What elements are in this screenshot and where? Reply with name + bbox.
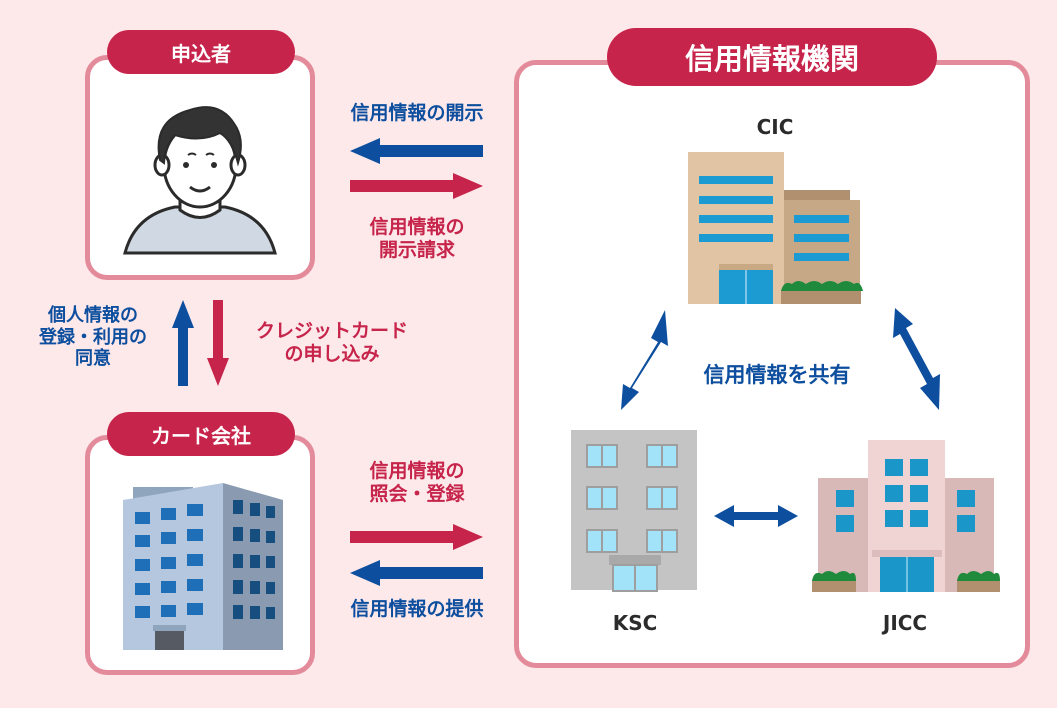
double-arrow-icon (893, 308, 940, 410)
consent-line1: 個人情報の (48, 305, 138, 326)
disclosure-request-label: 信用情報の 開示請求 (327, 216, 507, 262)
provision-label: 信用情報の提供 (350, 598, 484, 620)
agencies-title: 信用情報機関 (607, 28, 937, 86)
application-line1: クレジットカード (255, 320, 408, 342)
card-company-title: カード会社 (107, 412, 295, 456)
beige-building-icon (688, 152, 863, 304)
applicant-title: 申込者 (107, 30, 295, 74)
cic-label: CIC (756, 115, 794, 139)
double-arrow-icon (621, 310, 668, 410)
disclosure-label: 信用情報の開示 (350, 102, 484, 124)
consent-label: 個人情報の 登録・利用の 同意 (18, 305, 168, 370)
disclosure-request-line2: 開示請求 (378, 238, 455, 261)
arrow-right-icon (350, 524, 483, 550)
application-line2: の申し込み (284, 342, 380, 365)
application-label: クレジットカード の申し込み (232, 320, 432, 366)
consent-line2: 登録・利用の (39, 326, 147, 348)
card-company-title-text: カード会社 (151, 423, 251, 448)
share-label: 信用情報を共有 (703, 363, 851, 387)
agencies-title-text: 信用情報機関 (684, 42, 859, 76)
double-arrow-icon (714, 505, 798, 527)
inquiry-label: 信用情報の 照会・登録 (327, 460, 507, 506)
disclosure-request-line1: 信用情報の (369, 216, 465, 238)
gray-building-icon (571, 430, 697, 592)
inquiry-line1: 信用情報の (369, 460, 465, 482)
ksc-label: KSC (612, 611, 658, 635)
applicant-title-text: 申込者 (171, 41, 231, 66)
arrow-left-icon (350, 138, 483, 164)
office-building-icon (123, 483, 283, 650)
inquiry-line2: 照会・登録 (369, 482, 465, 505)
jicc-label: JICC (882, 611, 928, 635)
arrow-left-icon (350, 560, 483, 586)
arrow-right-icon (350, 173, 483, 199)
consent-line3: 同意 (75, 348, 111, 370)
person-icon (123, 106, 277, 255)
arrow-up-icon (172, 300, 194, 386)
arrow-down-icon (207, 300, 229, 386)
pink-building-icon (812, 440, 1000, 592)
